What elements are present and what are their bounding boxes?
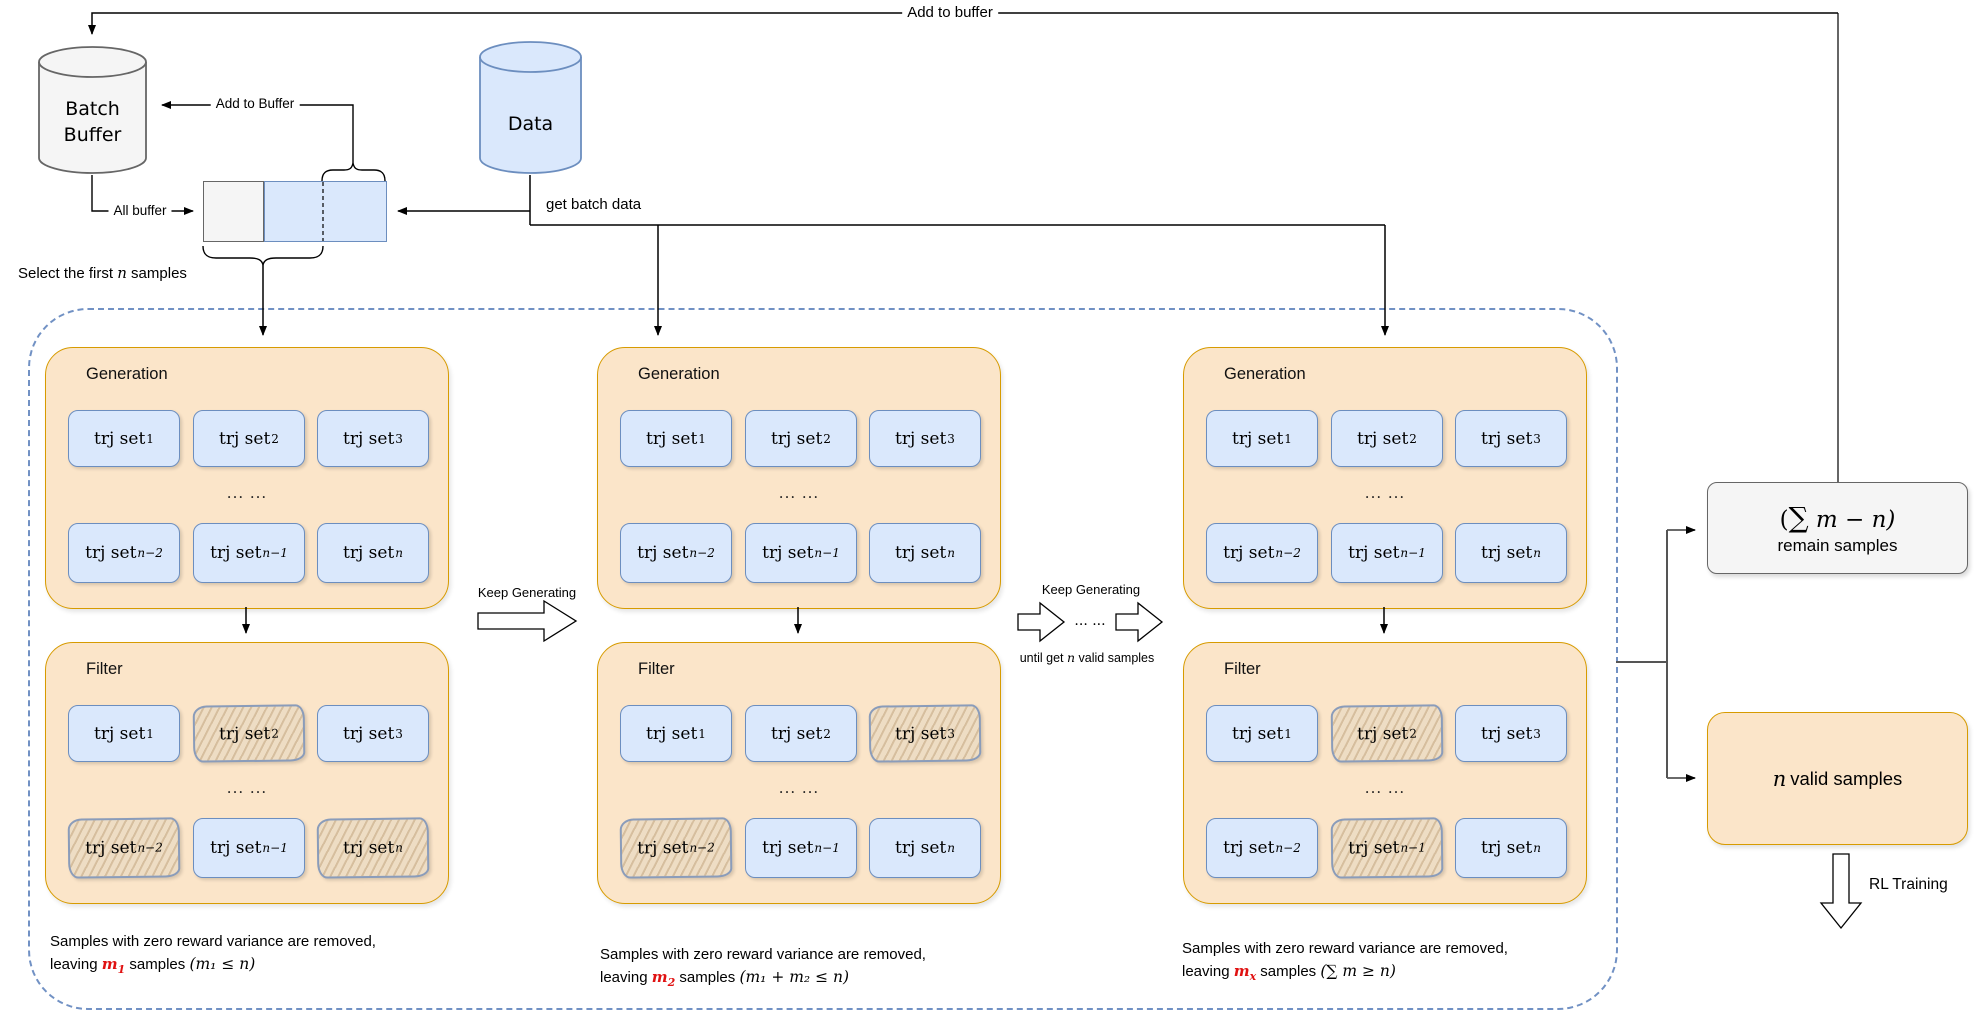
filter-title: Filter — [1224, 660, 1261, 678]
new-samples-brace — [321, 162, 386, 182]
add-to-buffer-small-label: Add to Buffer — [210, 96, 300, 111]
first-n-brace — [202, 245, 324, 266]
ellipsis: ... ... — [778, 484, 820, 502]
ellipsis: ... ... — [1364, 779, 1406, 797]
filter-caption-3: Samples with zero reward variance are re… — [1182, 940, 1508, 983]
all-buffer-label: All buffer — [108, 203, 172, 218]
buffer-bar-new-segment — [264, 181, 387, 242]
remain-samples-box: (∑ m − n) remain samples — [1707, 482, 1968, 574]
ellipsis: ... ... — [778, 779, 820, 797]
cylinder-icon — [479, 41, 582, 174]
ellipsis: ... ... — [226, 779, 268, 797]
cylinder-icon — [38, 46, 147, 174]
buffer-bar-used-segment — [203, 181, 264, 242]
filter-title: Filter — [86, 660, 123, 678]
ellipsis: ... ... — [1364, 484, 1406, 502]
batch-buffer-label: Batch Buffer — [63, 98, 122, 146]
get-batch-data-label: get batch data — [546, 196, 642, 213]
until-valid-samples-label: until get n valid samples — [1019, 650, 1155, 665]
generation-title: Generation — [638, 365, 720, 383]
keep-generating-label-1: Keep Generating — [477, 585, 577, 600]
rl-training-label: RL Training — [1869, 876, 1948, 893]
add-to-buffer-small-line — [161, 101, 354, 163]
filter-caption-2: Samples with zero reward variance are re… — [600, 946, 926, 989]
valid-samples-box: n valid samples — [1707, 712, 1968, 845]
batch-buffer-cylinder: Batch Buffer — [37, 45, 148, 175]
keep-generating-label-2: Keep Generating — [1041, 582, 1141, 597]
generation-title: Generation — [1224, 365, 1306, 383]
data-cylinder: Data — [478, 40, 583, 175]
remain-samples-label: remain samples — [1777, 535, 1898, 555]
sigma-symbol: ∑ — [1788, 500, 1809, 534]
select-first-n-label: Select the first n samples — [18, 264, 187, 282]
data-label: Data — [507, 113, 554, 135]
ellipsis: ... ... — [226, 484, 268, 502]
filter-title: Filter — [638, 660, 675, 678]
keep-generating-dots: ... ... — [1074, 613, 1106, 629]
removed-count-var: m2 — [651, 968, 676, 989]
remain-samples-formula: (∑ m − n) — [1779, 500, 1896, 534]
removed-count-var: m1 — [101, 955, 126, 976]
add-to-buffer-feedback-label: Add to buffer — [902, 4, 998, 21]
filter-caption-1: Samples with zero reward variance are re… — [50, 933, 376, 976]
generation-title: Generation — [86, 365, 168, 383]
output-bracket — [1616, 530, 1668, 778]
removed-count-var: mx — [1233, 962, 1257, 983]
rl-training-arrow — [1819, 853, 1863, 930]
